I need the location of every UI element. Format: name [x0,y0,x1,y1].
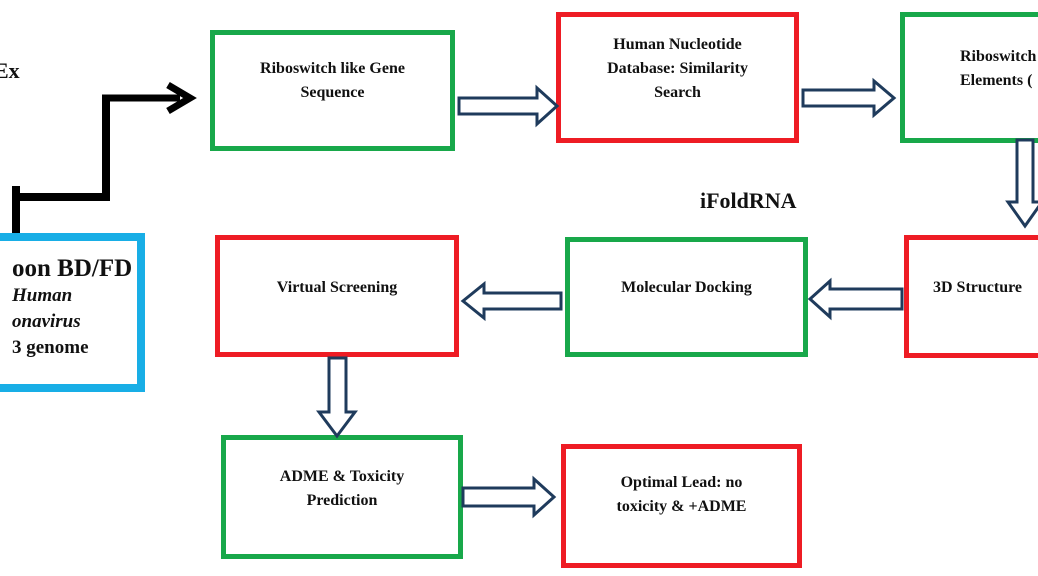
optimal-lead-box: Optimal Lead: no toxicity & +ADME [561,444,802,568]
arrow-elements-to-3d-structure [1005,138,1038,229]
label-ex: Ex [0,58,20,83]
arrow-docking-to-screening [460,280,563,322]
3d-structure-box: 3D Structure [904,235,1038,358]
genome-connector-arrow [12,81,197,233]
arrow-nucleotide-to-elements [801,77,897,119]
genome-line-3: onavirus [12,311,81,332]
label-ifoldrna: iFoldRNA [700,188,797,213]
arrow-adme-to-optimal-lead [461,475,557,519]
adme-toxicity-prediction-box: ADME & Toxicity Prediction [221,435,463,559]
genome-line-4: 3 genome [12,337,89,358]
arrow-screening-to-adme [316,356,358,439]
arrow-3d-structure-to-docking [807,277,904,321]
adme-toxicity-prediction-text: ADME & Toxicity Prediction [279,468,405,509]
genome-box: oon BD/FD Human onavirus 3 genome [0,233,145,392]
genome-line-1: oon BD/FD [12,255,133,282]
riboswitch-elements-text: Riboswitch Elements ( [960,48,1037,89]
virtual-screening-text: Virtual Screening [276,279,398,296]
virtual-screening-box: Virtual Screening [215,235,459,357]
optimal-lead-text: Optimal Lead: no toxicity & +ADME [616,474,747,515]
genome-line-2: Human [12,285,73,306]
molecular-docking-text: Molecular Docking [621,279,752,296]
molecular-docking-box: Molecular Docking [565,237,808,357]
human-nucleotide-database-box: Human Nucleotide Database: Similarity Se… [556,12,799,143]
arrow-gene-to-nucleotide [457,84,560,128]
riboswitch-gene-sequence-text: Riboswitch like Gene Sequence [260,60,405,101]
3d-structure-text: 3D Structure [933,279,1023,296]
human-nucleotide-database-text: Human Nucleotide Database: Similarity Se… [607,36,748,101]
riboswitch-gene-sequence-box: Riboswitch like Gene Sequence [210,30,455,151]
riboswitch-elements-box: Riboswitch Elements ( [900,12,1038,143]
